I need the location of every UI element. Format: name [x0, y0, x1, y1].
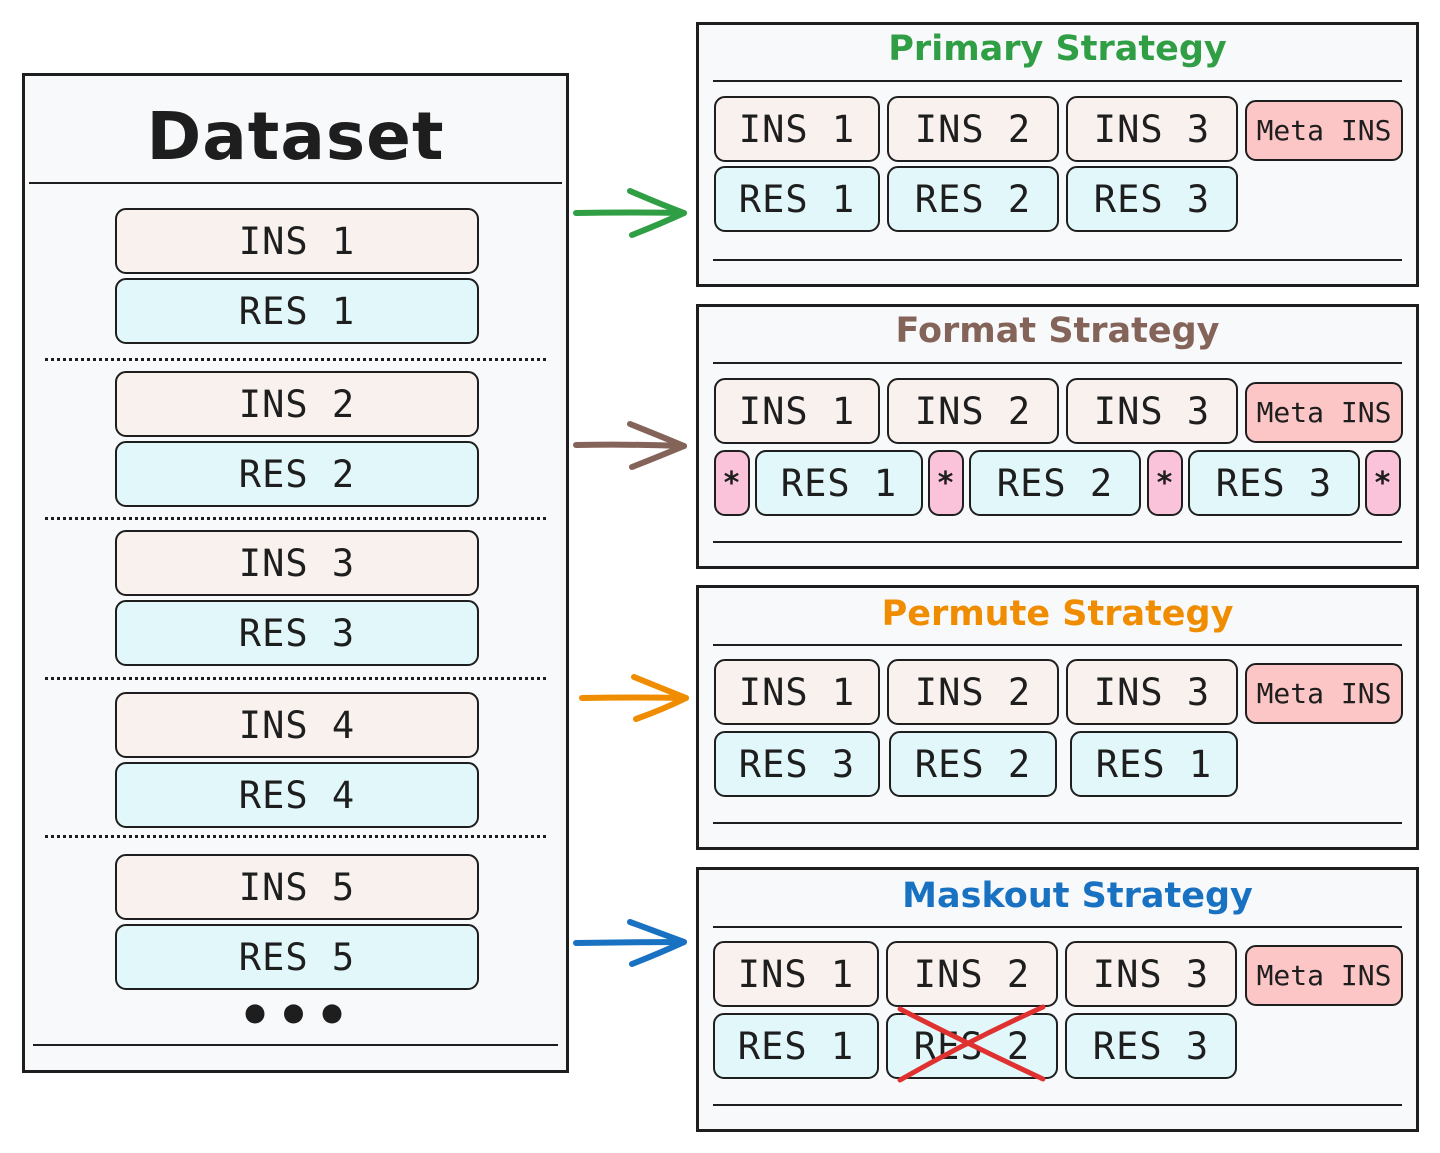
maskout-res-2: RES 2: [886, 1013, 1058, 1079]
maskout-res-1: RES 1: [713, 1013, 879, 1079]
dataset-pair-divider: [45, 517, 546, 520]
permute-ins-3: INS 3: [1066, 659, 1238, 725]
format-separator: *: [928, 450, 964, 516]
permute-res-1: RES 3: [714, 731, 880, 797]
primary-ins-2: INS 2: [887, 96, 1059, 162]
right-arrow-icon: [573, 188, 687, 238]
permute-ins-2: INS 2: [887, 659, 1059, 725]
strategy-bottom-divider: [713, 822, 1402, 824]
maskout-meta-ins: Meta INS: [1245, 945, 1403, 1006]
format-res-3: RES 3: [1188, 450, 1360, 516]
format-ins-2: INS 2: [887, 378, 1059, 444]
right-arrow-icon: [573, 421, 687, 470]
permute-strategy-panel: Permute Strategy INS 1 INS 2 INS 3 Meta …: [696, 585, 1419, 850]
strategy-title-divider: [713, 80, 1402, 82]
maskout-ins-3: INS 3: [1065, 941, 1237, 1007]
primary-res-1: RES 1: [714, 166, 880, 232]
more-items-ellipsis: •••: [237, 984, 354, 1047]
format-res-2: RES 2: [969, 450, 1141, 516]
right-arrow-icon: [579, 674, 689, 722]
right-arrow-icon: [573, 919, 687, 967]
dataset-res-2: RES 2: [115, 441, 479, 507]
primary-ins-1: INS 1: [714, 96, 880, 162]
primary-meta-ins: Meta INS: [1245, 100, 1403, 161]
dataset-res-5: RES 5: [115, 924, 479, 990]
format-strategy-panel: Format Strategy INS 1 INS 2 INS 3 Meta I…: [696, 304, 1419, 569]
dataset-pair-divider: [45, 835, 546, 838]
format-strategy-title: Format Strategy: [895, 311, 1220, 351]
primary-res-2: RES 2: [887, 166, 1059, 232]
dataset-bottom-divider: [33, 1044, 558, 1046]
dataset-panel: Dataset INS 1 RES 1 INS 2 RES 2 INS 3 RE…: [22, 73, 569, 1073]
dataset-ins-2: INS 2: [115, 371, 479, 437]
strategy-bottom-divider: [713, 541, 1402, 543]
strategy-title-divider: [713, 926, 1402, 928]
strategy-bottom-divider: [713, 259, 1402, 261]
maskout-ins-1: INS 1: [713, 941, 879, 1007]
permute-ins-1: INS 1: [714, 659, 880, 725]
format-separator: *: [1147, 450, 1183, 516]
maskout-strategy-title: Maskout Strategy: [902, 876, 1253, 916]
primary-ins-3: INS 3: [1066, 96, 1238, 162]
dataset-ins-1: INS 1: [115, 208, 479, 274]
maskout-ins-2: INS 2: [886, 941, 1058, 1007]
format-separator: *: [1365, 450, 1401, 516]
dataset-title-divider: [29, 182, 562, 184]
primary-res-3: RES 3: [1066, 166, 1238, 232]
dataset-pair-divider: [45, 677, 546, 680]
permute-meta-ins: Meta INS: [1245, 663, 1403, 724]
dataset-res-3: RES 3: [115, 600, 479, 666]
dataset-ins-5: INS 5: [115, 854, 479, 920]
dataset-res-1: RES 1: [115, 278, 479, 344]
dataset-ins-3: INS 3: [115, 530, 479, 596]
strategy-title-divider: [713, 644, 1402, 646]
dataset-res-4: RES 4: [115, 762, 479, 828]
primary-strategy-title: Primary Strategy: [888, 29, 1227, 69]
dataset-ins-4: INS 4: [115, 692, 479, 758]
permute-strategy-title: Permute Strategy: [881, 594, 1234, 634]
permute-res-2: RES 2: [889, 731, 1057, 797]
strategy-title-divider: [713, 362, 1402, 364]
maskout-strategy-panel: Maskout Strategy INS 1 INS 2 INS 3 Meta …: [696, 867, 1419, 1132]
format-ins-3: INS 3: [1066, 378, 1238, 444]
format-separator: *: [714, 450, 750, 516]
format-ins-1: INS 1: [714, 378, 880, 444]
permute-res-3: RES 1: [1070, 731, 1238, 797]
strategy-bottom-divider: [713, 1104, 1402, 1106]
dataset-pair-divider: [45, 358, 546, 361]
format-res-1: RES 1: [755, 450, 923, 516]
primary-strategy-panel: Primary Strategy INS 1 INS 2 INS 3 Meta …: [696, 22, 1419, 287]
dataset-title: Dataset: [146, 98, 445, 175]
format-meta-ins: Meta INS: [1245, 382, 1403, 443]
maskout-res-3: RES 3: [1065, 1013, 1237, 1079]
